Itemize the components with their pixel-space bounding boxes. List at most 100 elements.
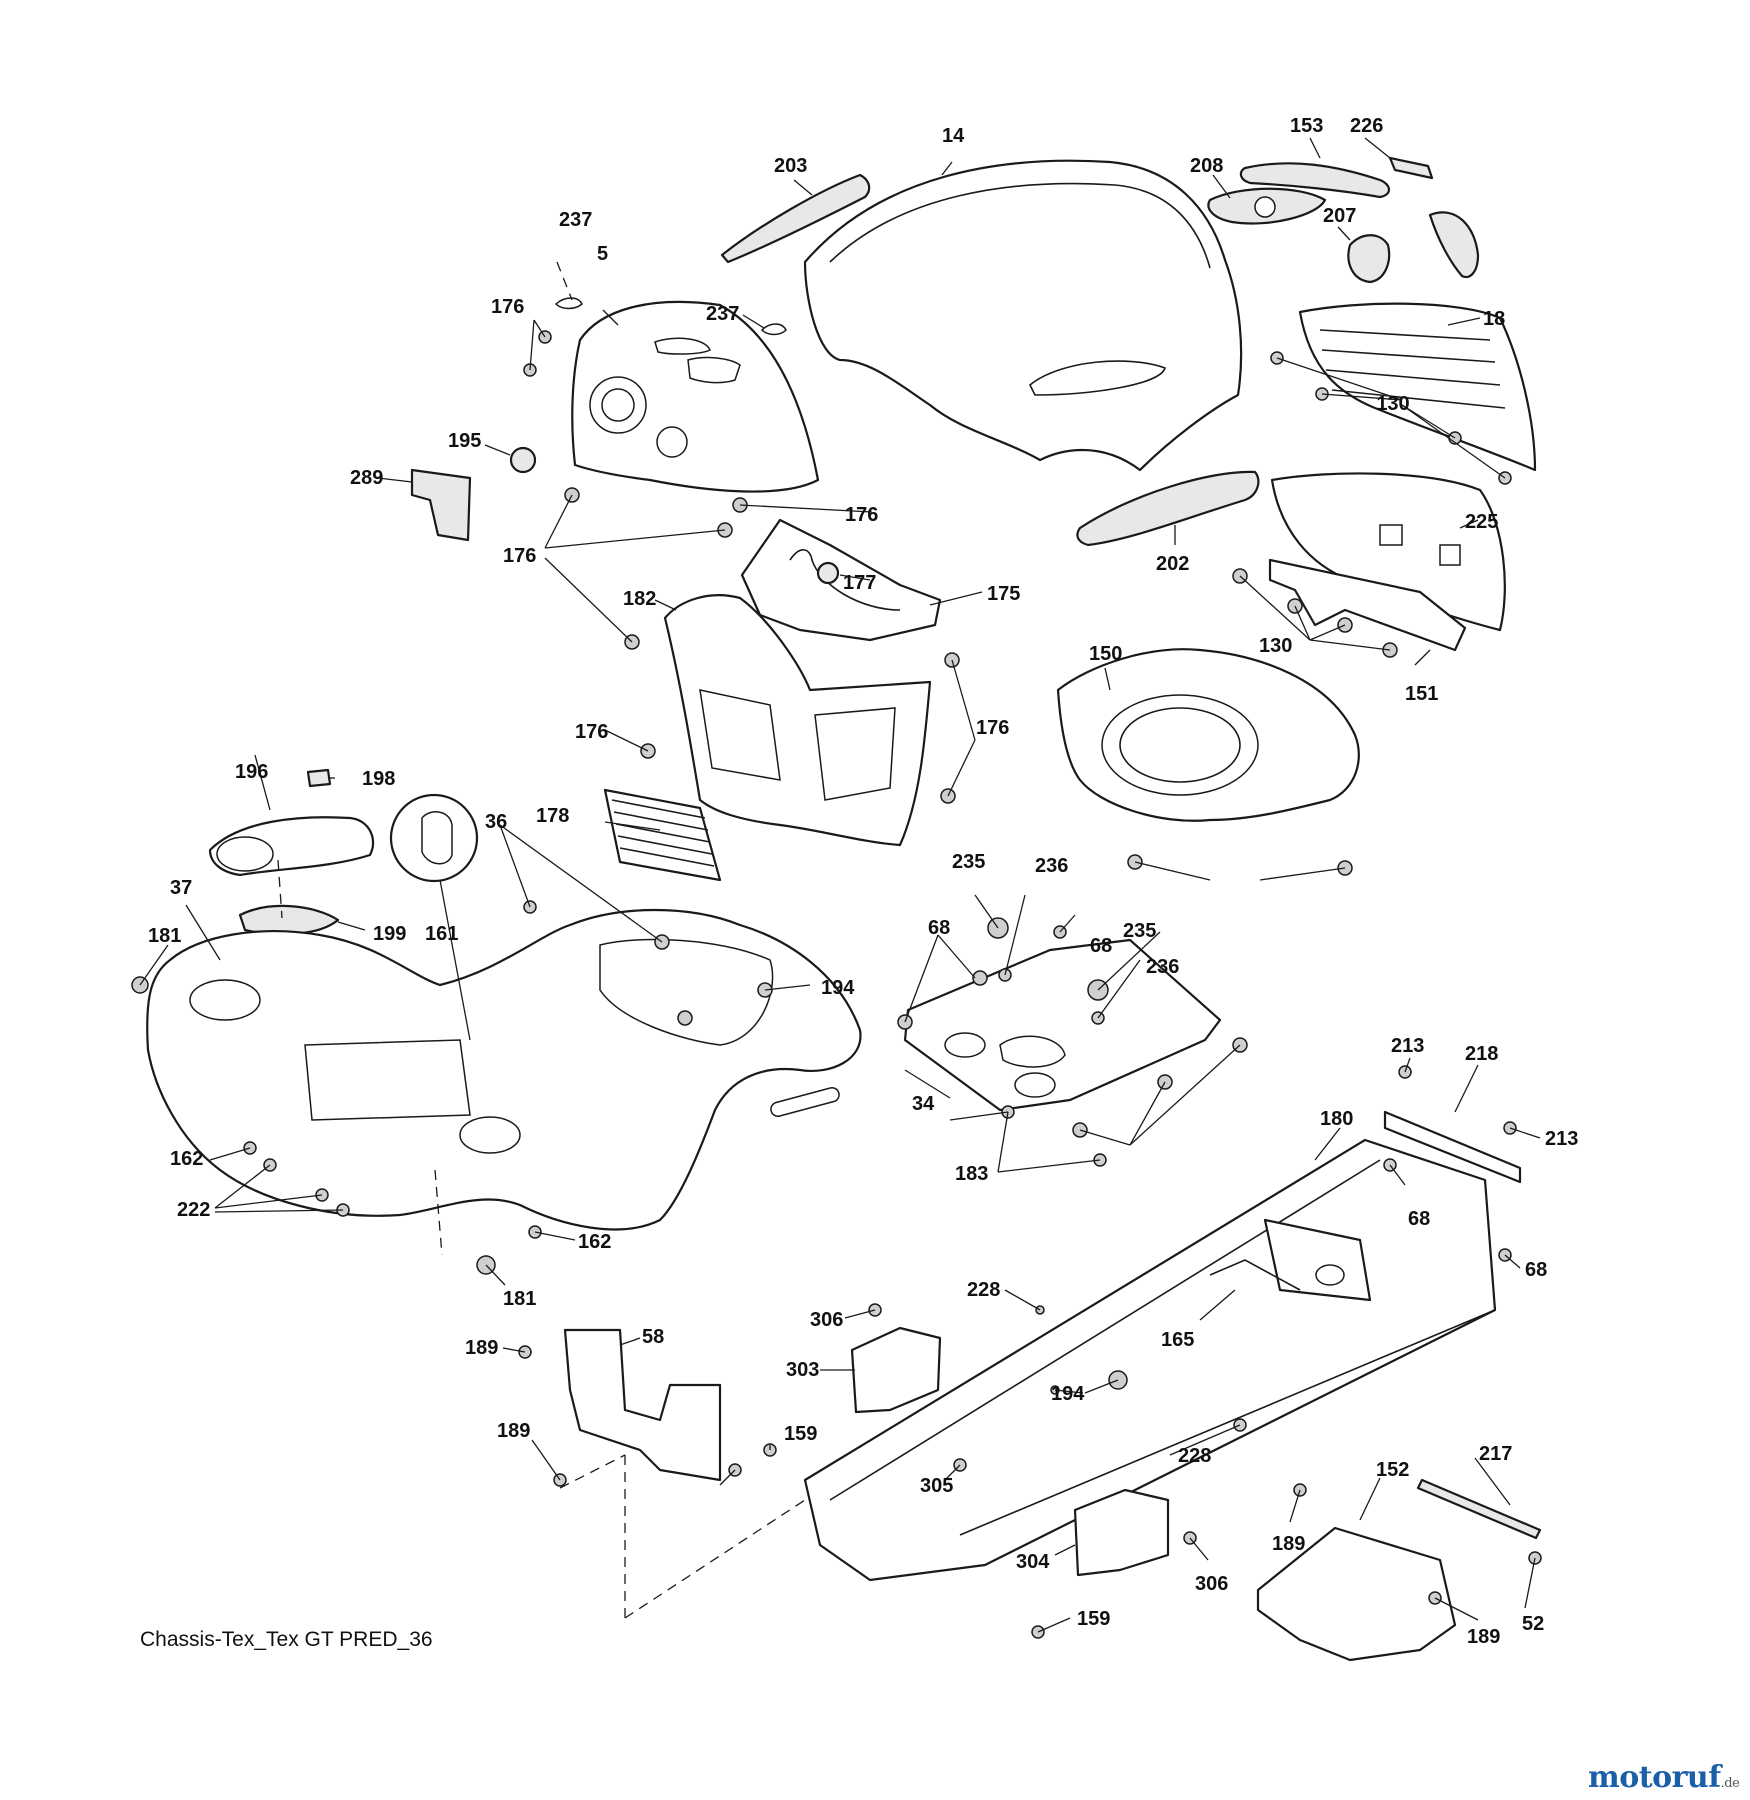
callout-label: 176 bbox=[976, 717, 1009, 739]
callout-label: 189 bbox=[1272, 1533, 1305, 1555]
callout-label: 207 bbox=[1323, 205, 1356, 227]
callout-label: 183 bbox=[955, 1163, 988, 1185]
callout-label: 303 bbox=[786, 1359, 819, 1381]
callout-label: 176 bbox=[845, 504, 878, 526]
grille-bracket-part bbox=[1268, 558, 1467, 652]
callout-label: 161 bbox=[425, 923, 458, 945]
callout-label: 189 bbox=[1467, 1626, 1500, 1648]
side-lens-right-part bbox=[1076, 470, 1260, 547]
callout-label: 68 bbox=[1090, 935, 1112, 957]
lower-grille-part bbox=[1270, 472, 1506, 632]
callout-label: 58 bbox=[642, 1326, 664, 1348]
callout-label: 181 bbox=[503, 1288, 536, 1310]
shield-part bbox=[850, 1326, 942, 1414]
callout-label: 304 bbox=[1016, 1551, 1050, 1573]
callout-label: 176 bbox=[491, 296, 524, 318]
dash-panel-part bbox=[571, 300, 820, 493]
callout-label: 162 bbox=[170, 1148, 203, 1170]
steering-bracket-part bbox=[740, 518, 942, 642]
callout-label: 189 bbox=[497, 1420, 530, 1442]
callout-label: 175 bbox=[987, 583, 1020, 605]
front-axle-bracket-part bbox=[563, 1328, 722, 1482]
callout-label: 208 bbox=[1190, 155, 1223, 177]
callout-label: 236 bbox=[1035, 855, 1068, 877]
callout-label: 203 bbox=[774, 155, 807, 177]
callout-label: 68 bbox=[928, 917, 950, 939]
callout-label: 162 bbox=[578, 1231, 611, 1253]
callout-label: 306 bbox=[810, 1309, 843, 1331]
callout-label: 5 bbox=[597, 243, 608, 265]
callout-label: 202 bbox=[1156, 553, 1189, 575]
callout-label: 228 bbox=[1178, 1445, 1211, 1467]
knob-part bbox=[816, 561, 840, 585]
clip-part bbox=[1388, 156, 1434, 180]
insert-part bbox=[238, 904, 340, 936]
headlight-lens-left-part bbox=[720, 173, 871, 264]
plug-part bbox=[509, 446, 537, 474]
callout-label: 237 bbox=[706, 303, 739, 325]
callout-label: 52 bbox=[1522, 1613, 1544, 1635]
callout-label: 235 bbox=[952, 851, 985, 873]
callout-label: 198 bbox=[362, 768, 395, 790]
hood-side-lens-part bbox=[1428, 211, 1480, 279]
callout-label: 222 bbox=[177, 1199, 210, 1221]
callout-label: 213 bbox=[1391, 1035, 1424, 1057]
cap-part bbox=[760, 323, 787, 336]
callout-label: 182 bbox=[623, 588, 656, 610]
seal-part bbox=[421, 811, 453, 865]
fuel-cap-cover-part bbox=[208, 816, 375, 877]
callout-label: 235 bbox=[1123, 920, 1156, 942]
callout-label: 159 bbox=[1077, 1608, 1110, 1630]
callout-label: 237 bbox=[559, 209, 592, 231]
front-grille-part bbox=[1298, 302, 1537, 472]
callout-label: 218 bbox=[1465, 1043, 1498, 1065]
dash-lower-panel-part bbox=[663, 594, 932, 847]
vent-grille-part bbox=[603, 788, 722, 882]
cap-part bbox=[306, 768, 332, 788]
callout-label: 226 bbox=[1350, 115, 1383, 137]
callout-label: 165 bbox=[1161, 1329, 1194, 1351]
callout-label: 14 bbox=[942, 125, 965, 147]
callout-label: 151 bbox=[1405, 683, 1438, 705]
rear-bracket-part bbox=[1383, 1110, 1522, 1184]
fender-deck-part bbox=[146, 908, 862, 1231]
callout-label: 180 bbox=[1320, 1108, 1353, 1130]
callout-label: 34 bbox=[912, 1093, 935, 1115]
callout-label: 68 bbox=[1525, 1259, 1547, 1281]
cap-part bbox=[554, 297, 583, 310]
diagram-caption: Chassis-Tex_Tex GT PRED_36 bbox=[140, 1628, 433, 1651]
watermark-tld: .de bbox=[1720, 1776, 1740, 1791]
callout-labels: 14 203 153 226 208 207 237 5 176 237 18 … bbox=[148, 115, 1578, 1648]
callout-label: 159 bbox=[784, 1423, 817, 1445]
motoruf-watermark-logo: motoruf.de bbox=[1588, 1760, 1740, 1795]
callout-label: 189 bbox=[465, 1337, 498, 1359]
callout-label: 213 bbox=[1545, 1128, 1578, 1150]
callout-label: 178 bbox=[536, 805, 569, 827]
rod-part bbox=[1416, 1478, 1542, 1540]
callout-label: 217 bbox=[1479, 1443, 1512, 1465]
leader-lines bbox=[139, 137, 1541, 1633]
callout-label: 194 bbox=[821, 977, 855, 999]
callout-label: 36 bbox=[485, 811, 507, 833]
callout-label: 177 bbox=[843, 572, 876, 594]
bracket-part bbox=[410, 468, 472, 542]
callout-label: 194 bbox=[1051, 1383, 1085, 1405]
skid-plate-part bbox=[1256, 1526, 1457, 1662]
callout-label: 199 bbox=[373, 923, 406, 945]
hood-part bbox=[803, 159, 1243, 472]
callout-label: 153 bbox=[1290, 115, 1323, 137]
main-frame-part bbox=[803, 1138, 1497, 1582]
callout-label: 305 bbox=[920, 1475, 953, 1497]
callout-label: 68 bbox=[1408, 1208, 1430, 1230]
fan-shroud-part bbox=[1056, 648, 1360, 822]
callout-label: 152 bbox=[1376, 1459, 1409, 1481]
callout-label: 181 bbox=[148, 925, 181, 947]
dashed-assembly-lines bbox=[277, 261, 806, 1619]
callout-label: 37 bbox=[170, 877, 192, 899]
trim-strip-part bbox=[1239, 162, 1391, 199]
callout-label: 228 bbox=[967, 1279, 1000, 1301]
lamp-holder-part bbox=[1347, 234, 1391, 284]
callout-label: 18 bbox=[1483, 308, 1505, 330]
callout-label: 289 bbox=[350, 467, 383, 489]
